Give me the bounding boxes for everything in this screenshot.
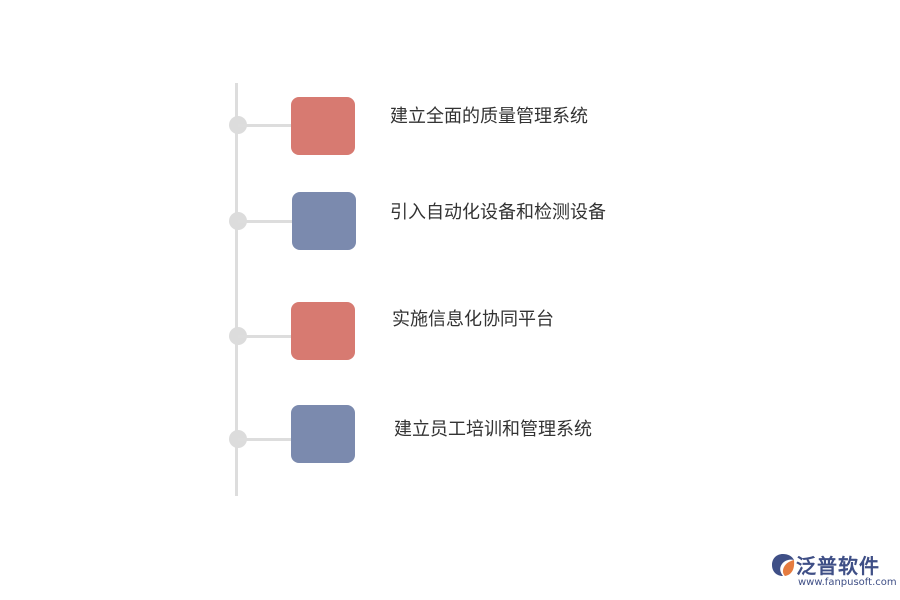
- brand-url: www.fanpusoft.com: [798, 577, 897, 588]
- timeline-connector: [238, 124, 292, 127]
- timeline-connector: [238, 335, 292, 338]
- timeline-item-label: 引入自动化设备和检测设备: [390, 202, 606, 223]
- timeline-color-block: [291, 302, 355, 360]
- timeline-color-block: [292, 192, 356, 250]
- timeline-color-block: [291, 405, 355, 463]
- timeline-item-label: 建立全面的质量管理系统: [390, 106, 588, 127]
- timeline-connector: [238, 438, 292, 441]
- brand-name: 泛普软件: [796, 554, 880, 578]
- timeline-color-block: [291, 97, 355, 155]
- timeline-connector: [238, 220, 292, 223]
- timeline-item-label: 建立员工培训和管理系统: [394, 419, 592, 440]
- fanpu-logo-icon: [772, 554, 795, 576]
- timeline-vertical-line: [235, 83, 238, 496]
- brand-watermark: 泛普软件 www.fanpusoft.com: [770, 550, 897, 594]
- timeline-item-label: 实施信息化协同平台: [392, 309, 554, 330]
